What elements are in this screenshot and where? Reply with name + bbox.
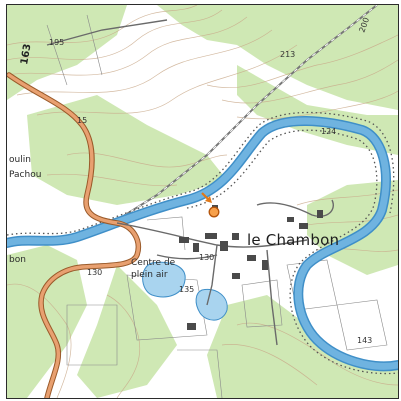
railway-line [116, 5, 378, 221]
arrow-icon [201, 192, 212, 203]
partial-place-label: bon [9, 255, 26, 265]
leisure-label-line1: Centre de [131, 258, 176, 268]
spot-height-135: 135 [179, 285, 194, 294]
contour-lines [7, 5, 398, 398]
spot-height-130-west: 130 [87, 268, 102, 277]
spot-height-213: 213 [280, 50, 295, 59]
topo-map[interactable]: 163 195 213 200 124 15 130 130 135 143 o… [6, 4, 399, 399]
location-circle-icon[interactable] [208, 206, 220, 218]
lakes [142, 261, 228, 321]
place-name-label: le Chambon [247, 231, 339, 249]
mill-label-line1: oulin [9, 155, 31, 165]
secondary-roads [46, 19, 334, 346]
spot-height-124: 124 [321, 127, 336, 136]
main-road [7, 72, 141, 398]
spot-height-143: 143 [357, 336, 372, 345]
spot-height-130-village: 130 [199, 253, 214, 262]
buildings [179, 205, 323, 330]
spot-height-195: 195 [49, 38, 64, 47]
leisure-label-line2: plein air [131, 270, 168, 280]
forest-areas [7, 5, 398, 398]
road-number-label: 163 [19, 43, 33, 66]
mill-label-line2: Pachou [9, 170, 41, 180]
spot-height-15: 15 [77, 116, 87, 125]
